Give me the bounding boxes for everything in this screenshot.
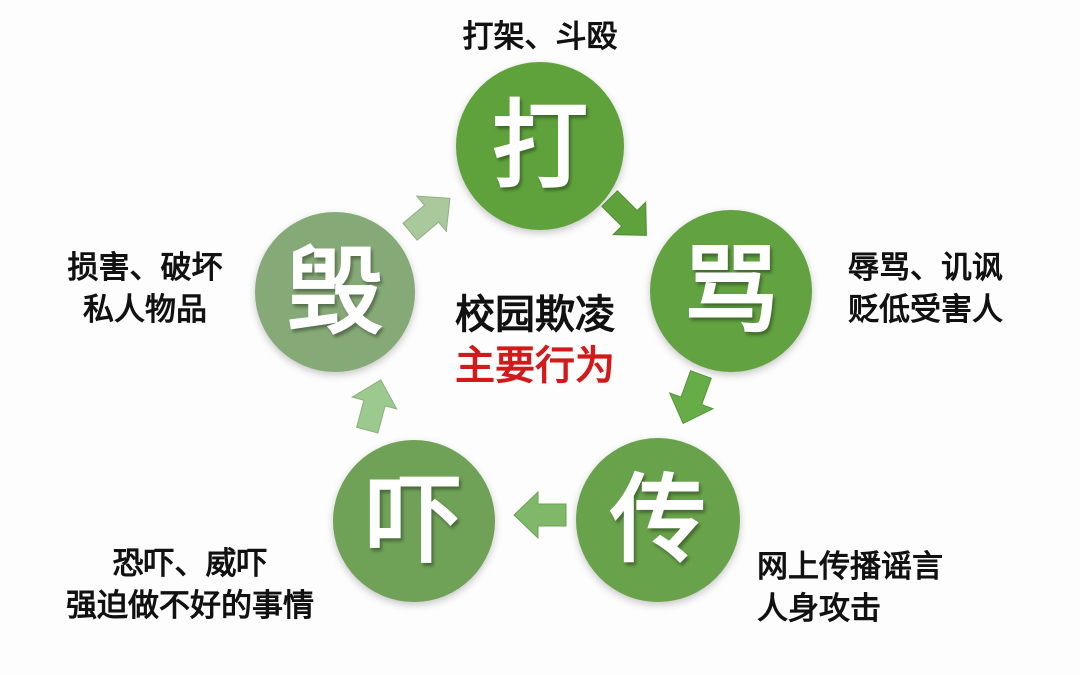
node-destroy: 毁: [255, 212, 415, 372]
center-title-line-1: 校园欺凌: [455, 292, 615, 338]
scold-description-line-1: 辱骂、讥讽: [848, 250, 1003, 286]
hit-description: 打架、斗殴: [430, 16, 650, 58]
scare-description-line-2: 强迫做不好的事情: [66, 588, 314, 624]
node-spread: 传: [576, 438, 740, 602]
node-scare-glyph: 吓: [366, 465, 462, 577]
hit-description-line-1: 打架、斗殴: [462, 19, 618, 55]
scold-description: 辱骂、讥讽 贬低受害人: [848, 247, 1003, 331]
arrow-hit-to-scold-icon: [591, 180, 666, 255]
node-scold: 骂: [650, 210, 812, 372]
node-scare: 吓: [333, 440, 495, 602]
destroy-description-line-2: 私人物品: [83, 292, 207, 328]
spread-description: 网上传播谣言 人身攻击: [757, 546, 943, 630]
node-hit-glyph: 打: [492, 90, 588, 202]
center-title-line-2: 主要行为: [455, 343, 615, 389]
node-spread-glyph: 传: [610, 464, 706, 576]
arrow-spread-to-scare-icon: [512, 490, 568, 540]
scold-description-line-2: 贬低受害人: [848, 292, 1003, 328]
destroy-description-line-1: 损害、破坏: [67, 250, 223, 286]
scare-description: 恐吓、威吓 强迫做不好的事情: [30, 543, 350, 627]
arrow-scare-to-destroy-icon: [343, 371, 406, 438]
arrow-scold-to-spread-icon: [659, 364, 725, 434]
spread-description-line-2: 人身攻击: [757, 591, 881, 627]
spread-description-line-1: 网上传播谣言: [757, 549, 943, 585]
node-scold-glyph: 骂: [683, 235, 779, 347]
destroy-description: 损害、破坏 私人物品: [40, 247, 250, 331]
center-title: 校园欺凌 主要行为: [420, 290, 650, 392]
node-destroy-glyph: 毁: [287, 236, 383, 348]
scare-description-line-1: 恐吓、威吓: [112, 546, 268, 582]
arrow-destroy-to-hit-icon: [392, 178, 467, 252]
node-hit: 打: [456, 62, 624, 230]
